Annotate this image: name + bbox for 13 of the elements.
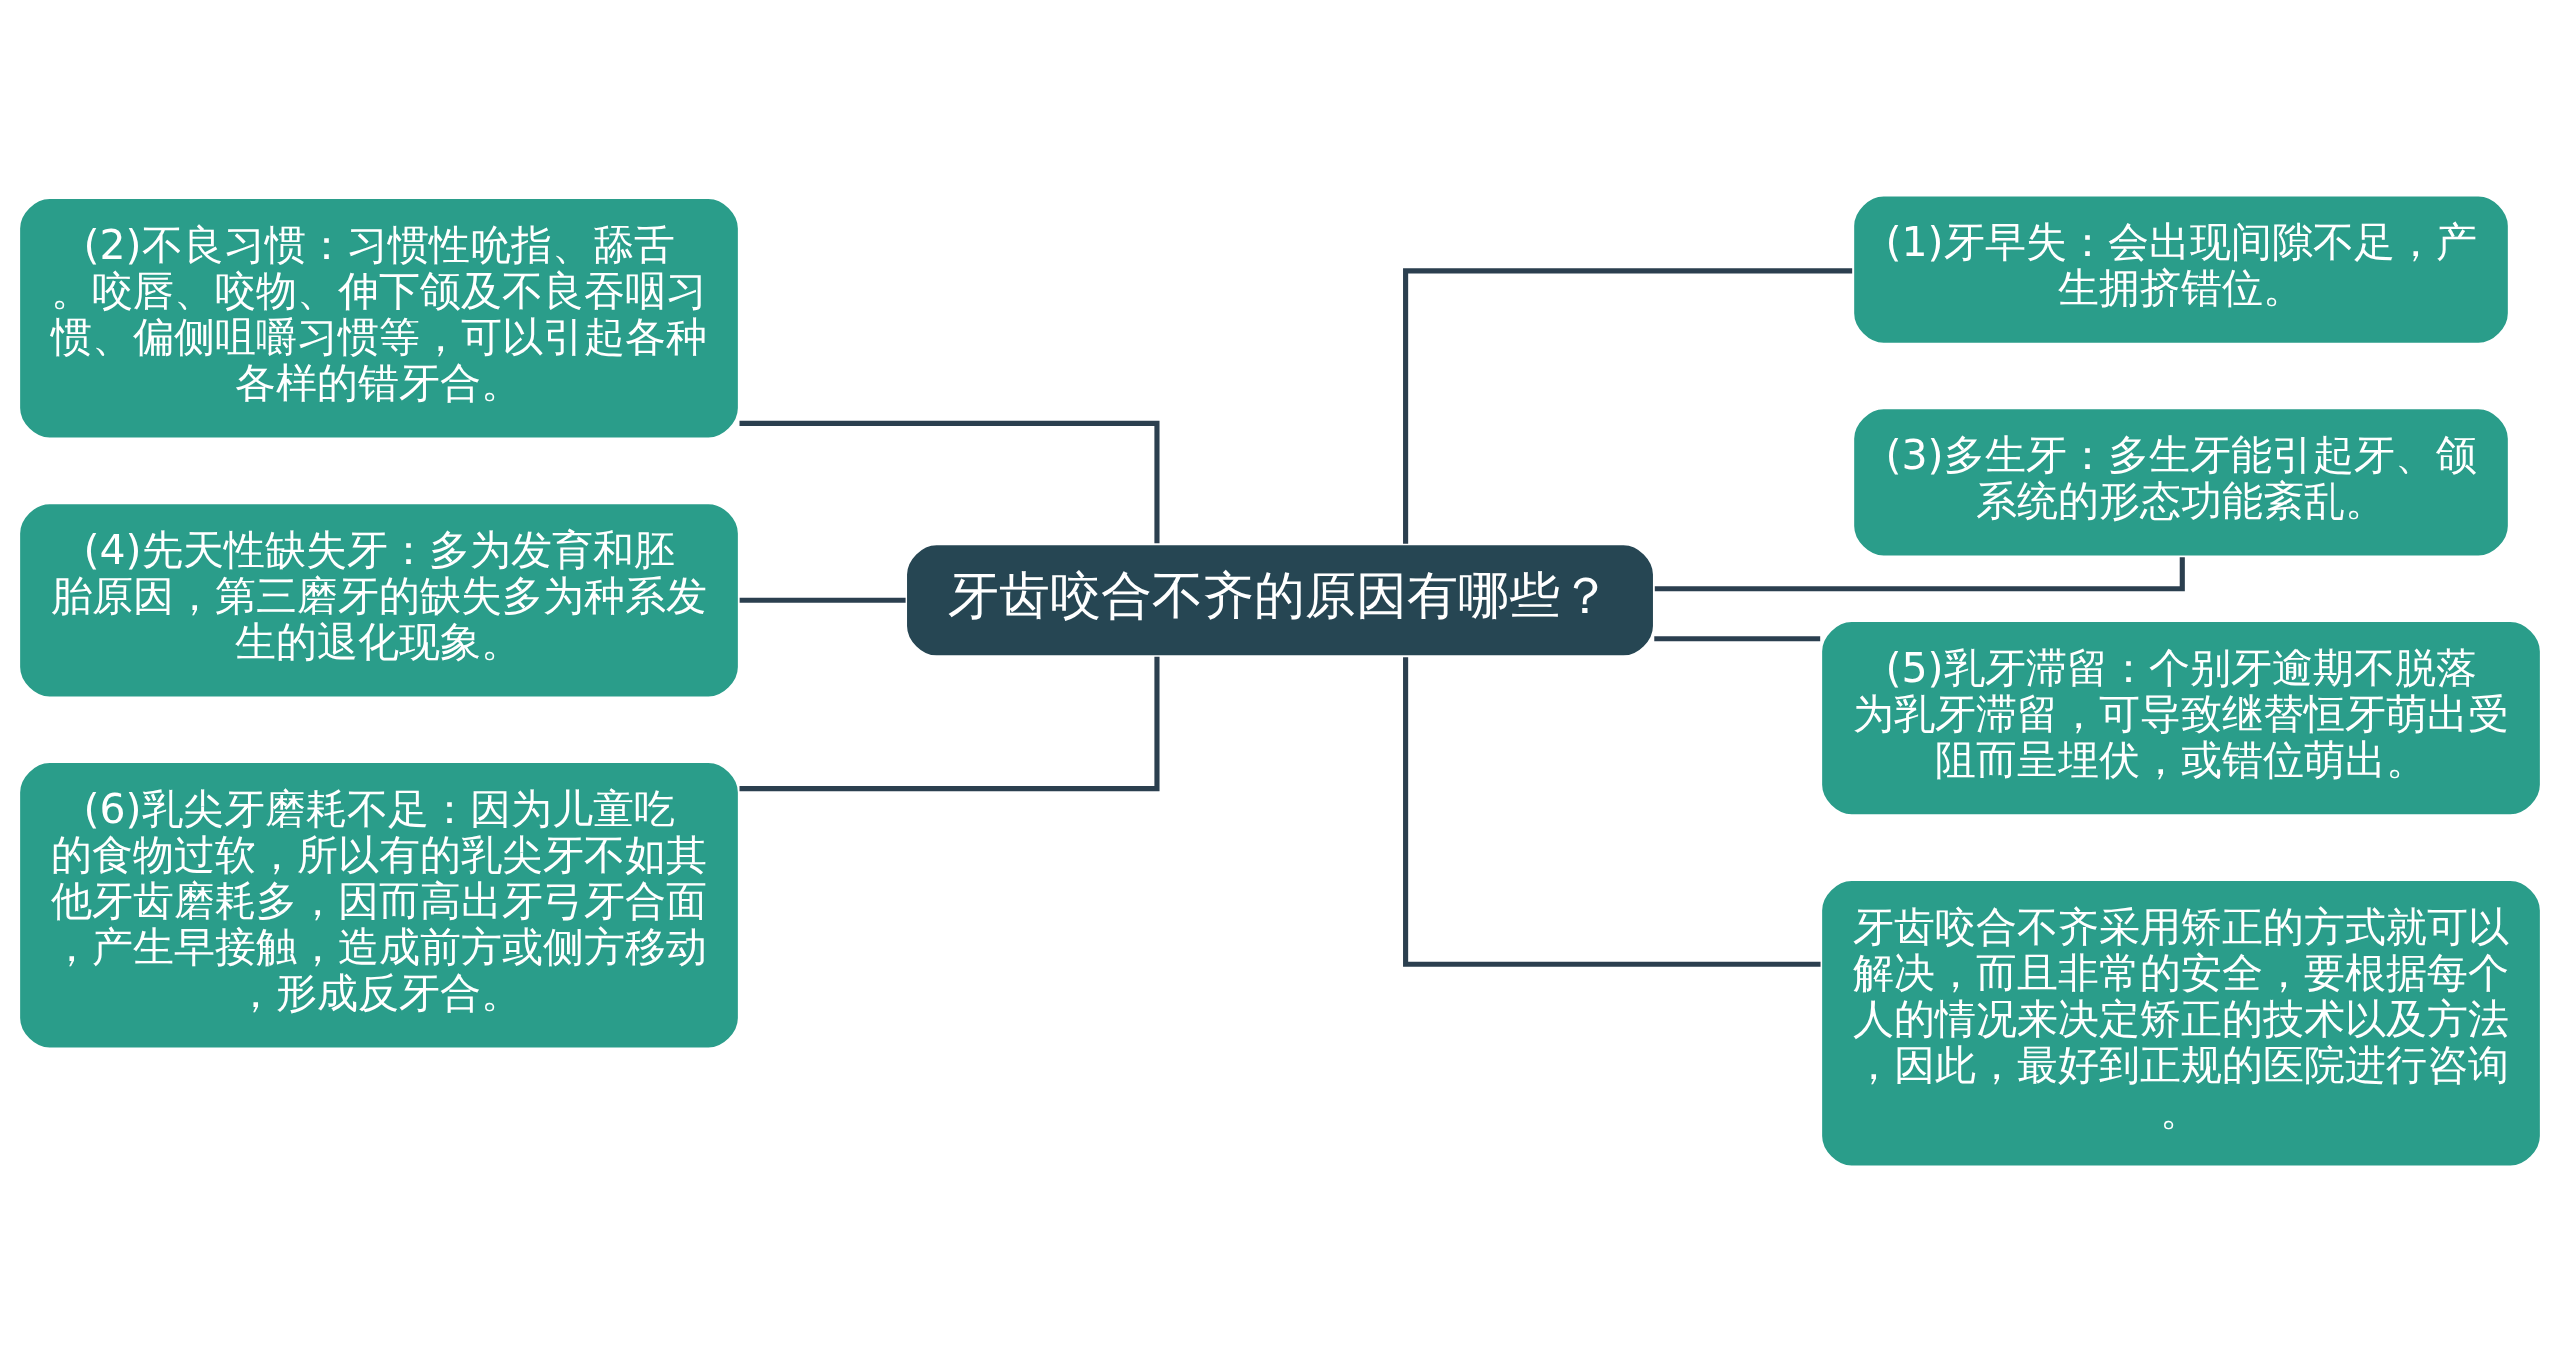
connector (1403, 267, 1853, 544)
connector (739, 597, 906, 603)
connector (1654, 635, 1821, 641)
node-box: (2)不良习惯：习惯性吮指、舔舌。咬唇、咬物、伸下颌及不良吞咽习惯、偏侧咀嚼习惯等，可以引起各种各样的错牙合。 (17, 196, 741, 440)
node-box: (4)先天性缺失牙：多为发育和胚胎原因，第三磨牙的缺失多为种系发生的退化现象。 (17, 501, 741, 699)
node-box: (5)乳牙滞留：个别牙逾期不脱落为乳牙滞留，可导致继替恒牙萌出受阻而呈埋伏，或错位萌出。 (1819, 619, 2543, 817)
node-box: (3)多生牙：多生牙能引起牙、颌系统的形态功能紊乱。 (1851, 406, 2511, 558)
connector (1403, 656, 1821, 967)
connector (1654, 556, 2185, 591)
node-box: 牙齿咬合不齐的原因有哪些？ (904, 542, 1656, 658)
connector (739, 656, 1160, 791)
node-box: (1)牙早失：会出现间隙不足，产生拥挤错位。 (1851, 193, 2511, 345)
connector (739, 420, 1160, 543)
